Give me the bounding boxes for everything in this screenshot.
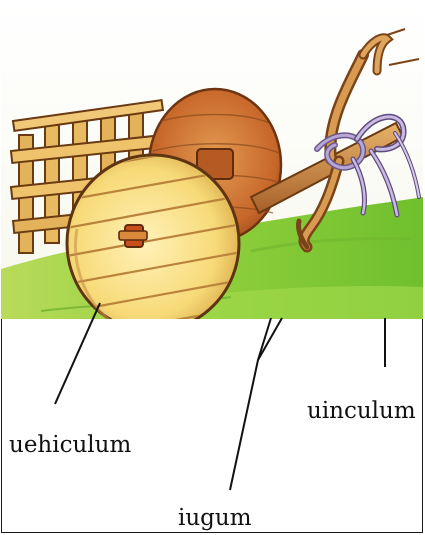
oxcart-illustration: [1, 1, 423, 319]
label-uehiculum: uehiculum: [9, 434, 131, 457]
label-uinculum: uinculum: [307, 400, 416, 423]
front-wheel: [67, 155, 239, 319]
label-iugum: iugum: [178, 507, 252, 530]
